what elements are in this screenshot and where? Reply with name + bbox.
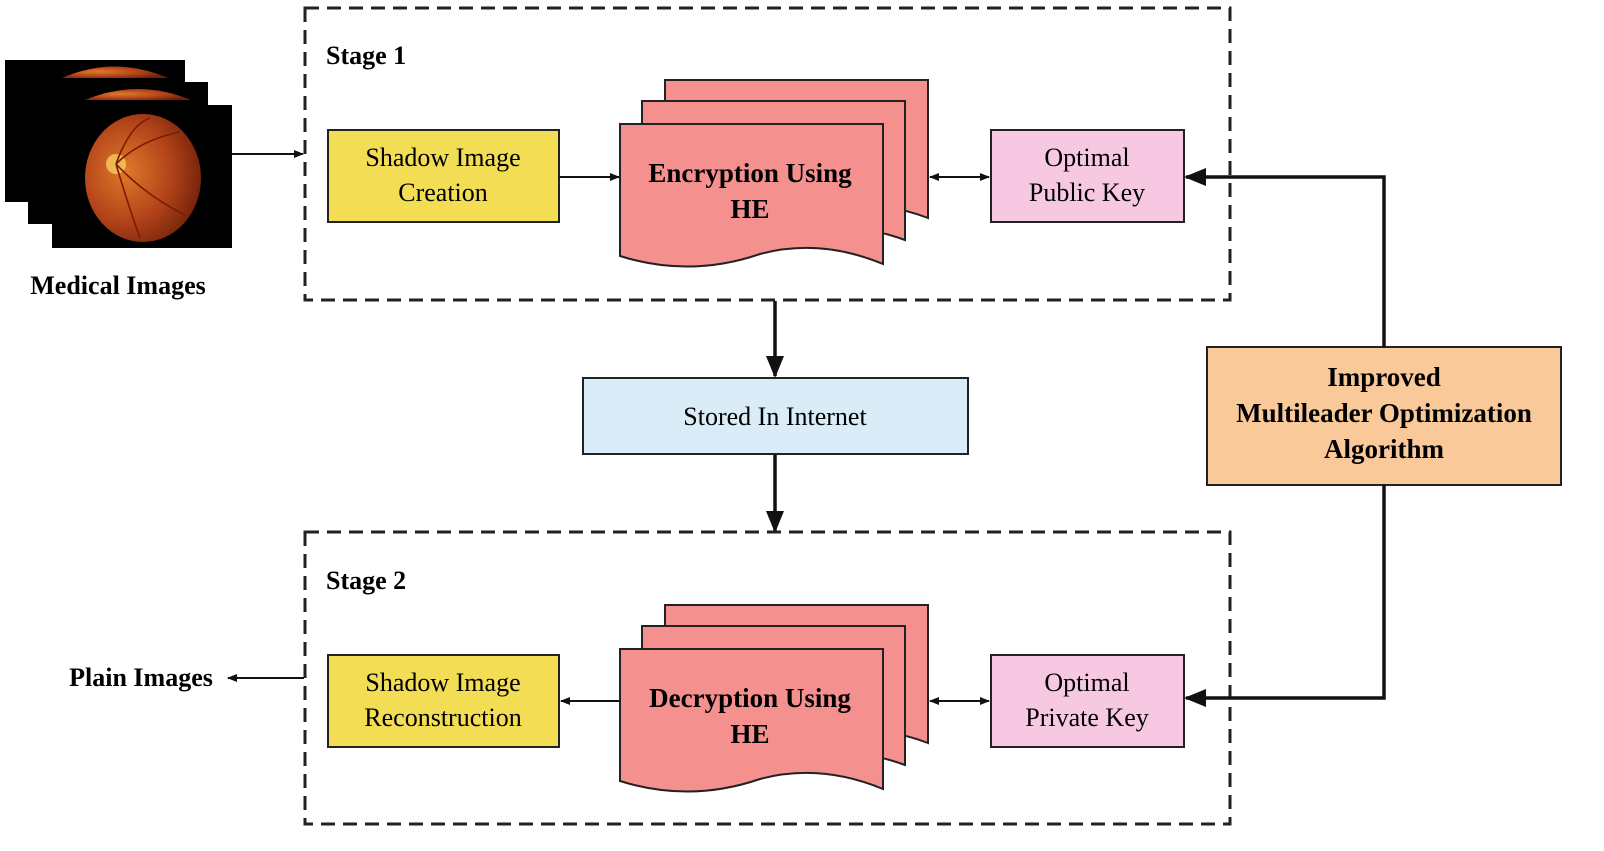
medical-images-stack bbox=[5, 60, 232, 248]
stage1-frame bbox=[303, 6, 1232, 302]
stage2-title: Stage 2 bbox=[326, 566, 406, 595]
shadow-image-reconstruction-line1: Shadow Image bbox=[365, 668, 520, 697]
shadow-image-reconstruction-box bbox=[327, 654, 560, 748]
encryption-he-stack bbox=[619, 79, 929, 268]
optimal-public-key-line1: Optimal bbox=[1044, 143, 1129, 172]
optimal-public-key-line2: Public Key bbox=[1029, 178, 1145, 207]
optimizer-line2: Multileader Optimization bbox=[1236, 398, 1532, 428]
optimal-private-key-line2: Private Key bbox=[1025, 703, 1148, 732]
optimal-public-key-box bbox=[990, 129, 1185, 223]
optimal-private-key-box bbox=[990, 654, 1185, 748]
stage1-title: Stage 1 bbox=[326, 41, 406, 70]
shadow-image-creation-box bbox=[327, 129, 560, 223]
shadow-image-reconstruction-line2: Reconstruction bbox=[364, 703, 521, 732]
medical-images-label: Medical Images bbox=[30, 271, 205, 300]
arrow-optimizer-to-public-key bbox=[1184, 168, 1386, 347]
shadow-image-creation-line2: Creation bbox=[398, 178, 488, 207]
shadow-image-creation-line1: Shadow Image bbox=[365, 143, 520, 172]
optimal-private-key-line1: Optimal bbox=[1044, 668, 1129, 697]
encryption-doc-front bbox=[619, 123, 884, 268]
fundus-middle bbox=[85, 89, 191, 100]
optimizer-line3: Algorithm bbox=[1324, 434, 1444, 464]
fundus-front bbox=[85, 114, 201, 242]
stage2-frame bbox=[303, 530, 1232, 826]
decryption-he-stack bbox=[619, 604, 929, 793]
stored-in-internet-box bbox=[582, 377, 969, 455]
optimizer-box bbox=[1206, 346, 1562, 486]
optimizer-line1: Improved bbox=[1327, 362, 1441, 392]
arrow-optimizer-to-private-key bbox=[1184, 485, 1386, 707]
retina-vessels bbox=[115, 117, 186, 239]
stored-in-internet-label: Stored In Internet bbox=[683, 402, 867, 431]
decryption-he-line1: Decryption Using bbox=[649, 683, 851, 713]
plain-images-label: Plain Images bbox=[69, 663, 213, 692]
decryption-he-line2: HE bbox=[730, 719, 769, 749]
decryption-doc-front bbox=[619, 648, 884, 793]
encryption-he-line1: Encryption Using bbox=[648, 158, 852, 188]
fundus-back bbox=[62, 66, 168, 78]
encryption-he-line2: HE bbox=[730, 194, 769, 224]
